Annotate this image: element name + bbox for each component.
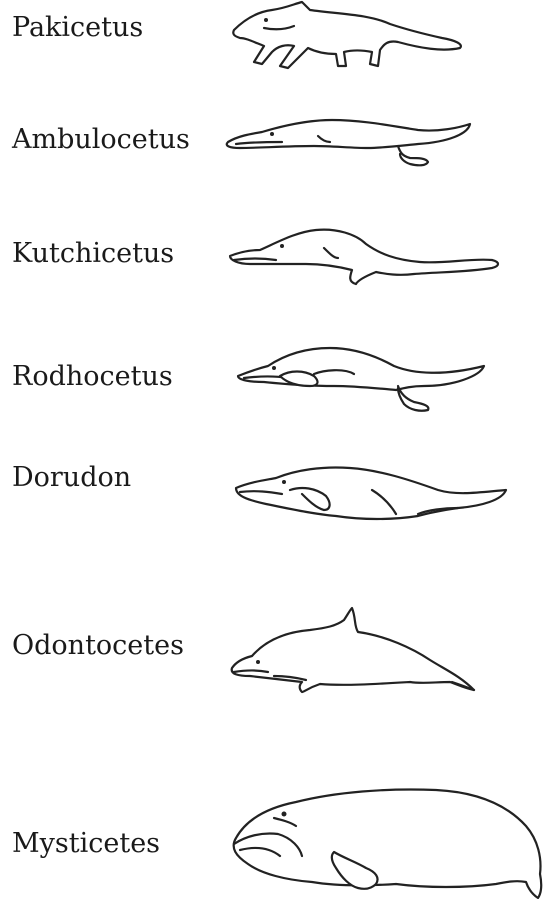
kutchicetus-icon xyxy=(226,220,502,288)
ambulocetus-icon xyxy=(222,112,474,168)
odontocete-icon xyxy=(226,604,480,694)
taxon-label-dorudon: Dorudon xyxy=(12,462,131,493)
mysticete-icon xyxy=(226,784,543,899)
dorudon-icon xyxy=(232,460,510,526)
taxon-label-pakicetus: Pakicetus xyxy=(12,12,143,43)
taxon-label-mysticetes: Mysticetes xyxy=(12,828,160,859)
taxon-label-odontocetes: Odontocetes xyxy=(12,630,184,661)
taxon-label-kutchicetus: Kutchicetus xyxy=(12,238,174,269)
taxon-label-ambulocetus: Ambulocetus xyxy=(12,124,190,155)
pakicetus-icon xyxy=(228,0,468,72)
taxon-label-rodhocetus: Rodhocetus xyxy=(12,361,173,392)
rodhocetus-icon xyxy=(234,340,488,412)
